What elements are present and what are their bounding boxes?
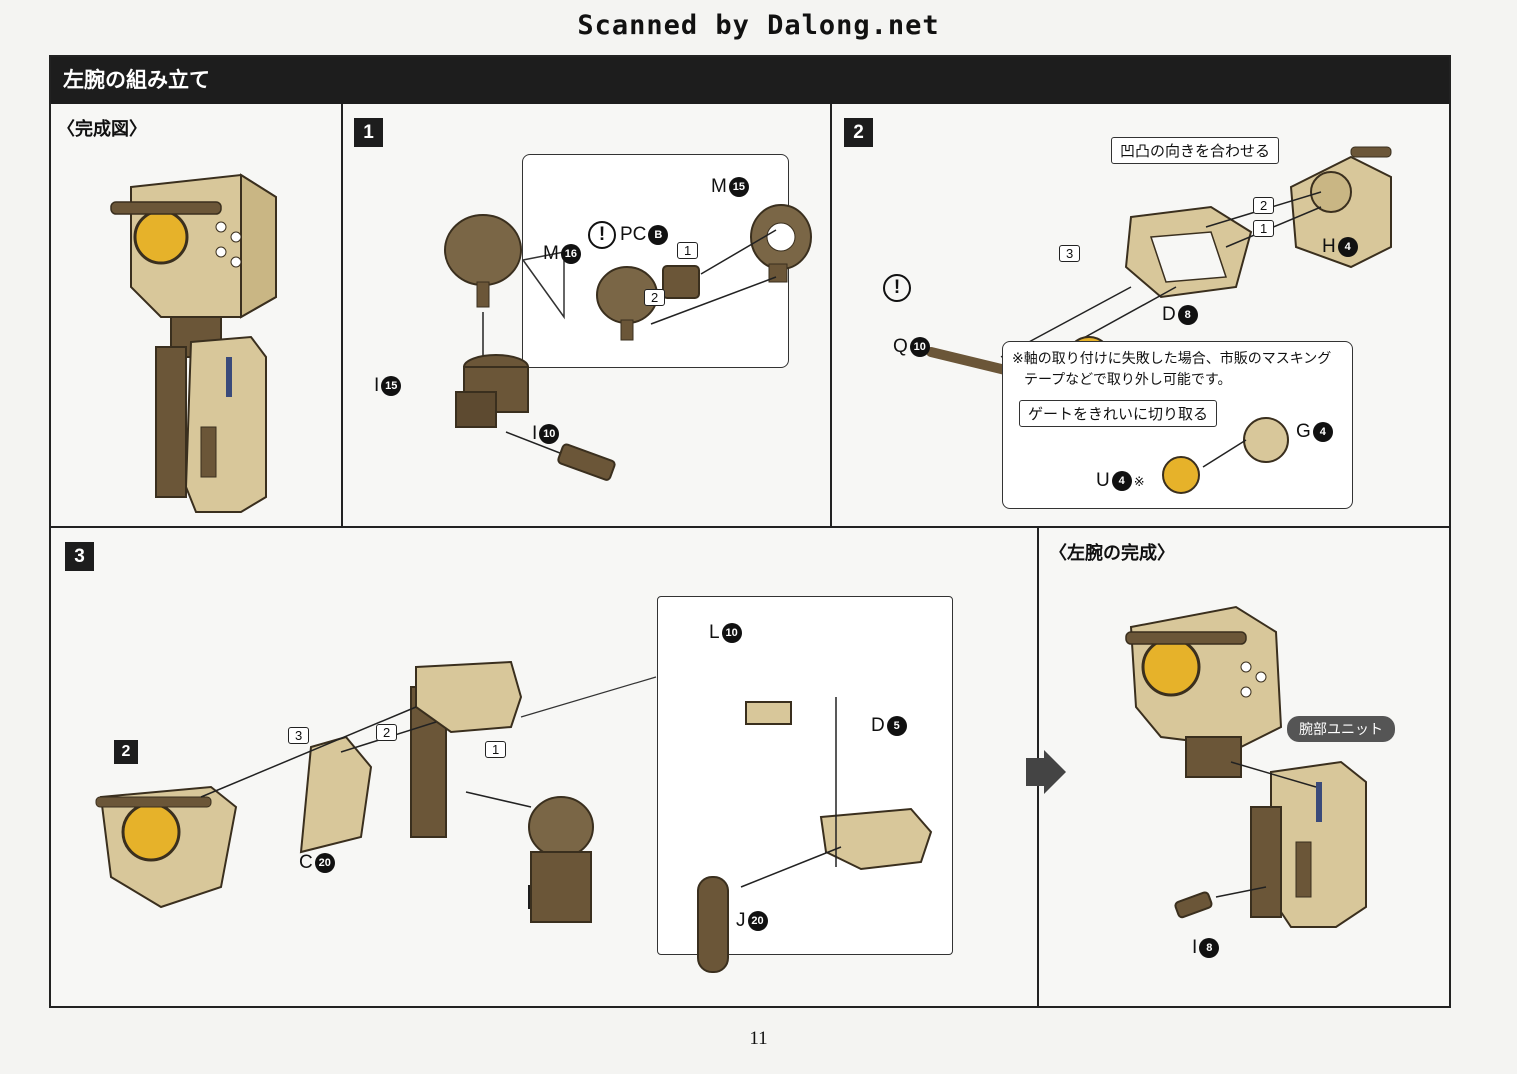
step2-badge: 2	[844, 118, 873, 147]
step2-note-line2: テープなどで取り外し可能です。	[1024, 372, 1232, 388]
step3-order-2: 2	[376, 724, 398, 741]
step2-caution-icon: !	[883, 274, 911, 302]
step1-badge: 1	[354, 118, 383, 147]
arm-unit-tag: 腕部ユニット	[1287, 716, 1395, 742]
complete-view-label: 〈完成図〉	[57, 119, 147, 140]
step3-badge: 3	[65, 542, 94, 571]
step3-illustration	[95, 660, 933, 973]
next-arrow-icon	[1026, 750, 1066, 794]
step3-order-1: 1	[485, 741, 507, 758]
instruction-sheet: 左腕の組み立て 〈完成図〉 1	[49, 55, 1451, 1008]
step2-gate-tag: ゲートをきれいに切り取る	[1019, 400, 1218, 427]
step1-caution-icon: !	[588, 221, 616, 249]
complete-arm-illustration	[110, 173, 277, 513]
step3-order-3: 3	[288, 727, 310, 744]
scanner-credit: Scanned by Dalong.net	[577, 10, 940, 41]
completed-arm-illustration	[1125, 605, 1367, 928]
step2-note-line1: ※軸の取り付けに失敗した場合、市販のマスキング	[1012, 351, 1332, 367]
panel-step1	[341, 104, 832, 528]
step1-illustration	[444, 204, 812, 481]
step3-detail-callout	[657, 596, 953, 955]
step2-align-tag: 凹凸の向きを合わせる	[1111, 137, 1280, 164]
section-title: 左腕の組み立て	[51, 57, 1449, 104]
completion-label: 〈左腕の完成〉	[1049, 543, 1175, 564]
panel-complete-view	[51, 104, 343, 528]
step1-order-1: 1	[677, 242, 699, 259]
step3-ref-step2: 2	[114, 740, 138, 764]
page-number: 11	[749, 1028, 768, 1049]
step1-order-2: 2	[644, 289, 666, 306]
panel-step2	[830, 104, 1449, 528]
step2-note-illustration	[1162, 417, 1289, 494]
step2-order-2: 2	[1253, 197, 1275, 214]
step2-order-3: 3	[1059, 245, 1081, 262]
step2-order-1: 1	[1253, 220, 1275, 237]
